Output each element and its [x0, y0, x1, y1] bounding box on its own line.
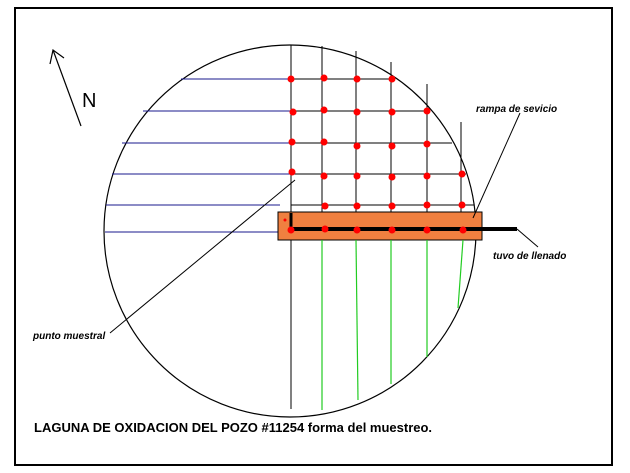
- sample-point: [288, 138, 296, 146]
- sample-point: [388, 202, 396, 210]
- sample-point: [459, 226, 467, 234]
- sample-point: [321, 202, 329, 210]
- sample-point: [423, 140, 431, 148]
- pipe-label: tuvo de llenado: [493, 251, 566, 262]
- sample-point: [321, 225, 329, 233]
- sample-point: [288, 168, 296, 176]
- sample-point: [289, 108, 297, 116]
- sample-point: [353, 202, 361, 210]
- sample-point: [423, 226, 431, 234]
- sample-point: [353, 108, 361, 116]
- green-line: [457, 239, 464, 309]
- sample-point: [388, 108, 396, 116]
- sample-point-label: punto muestral: [32, 331, 105, 342]
- sample-point: [353, 142, 361, 150]
- sample-point: [423, 107, 431, 115]
- sample-point: [388, 75, 396, 83]
- sample-point: [353, 172, 361, 180]
- north-arrow-icon: [49, 48, 82, 127]
- sample-point: [388, 226, 396, 234]
- figure-title: LAGUNA DE OXIDACION DEL POZO #11254 form…: [34, 420, 432, 435]
- north-label: N: [82, 90, 96, 112]
- ramp-label: rampa de sevicio: [476, 104, 557, 115]
- blue-lines: [105, 78, 291, 233]
- pipe-leader-line: [516, 228, 539, 248]
- sample-points: [287, 74, 467, 234]
- sample-point: [287, 75, 295, 83]
- sample-point: [320, 74, 328, 82]
- sample-point: [320, 138, 328, 146]
- ramp-leader-line: [472, 112, 521, 219]
- sample-point-leader-line: [109, 179, 296, 334]
- green-line: [355, 239, 359, 401]
- diagram-frame: [14, 7, 613, 466]
- sample-point: [320, 172, 328, 180]
- sample-point: [287, 226, 295, 234]
- sample-point: [458, 201, 466, 209]
- sample-point: [423, 201, 431, 209]
- sample-point: [423, 172, 431, 180]
- sample-point: [353, 226, 361, 234]
- ramp-marker: [283, 218, 287, 222]
- sample-point: [458, 170, 466, 178]
- sample-point: [388, 173, 396, 181]
- service-ramp: [277, 211, 483, 241]
- sample-point: [320, 106, 328, 114]
- green-lines: [321, 239, 464, 410]
- sample-point: [353, 75, 361, 83]
- sample-point: [388, 142, 396, 150]
